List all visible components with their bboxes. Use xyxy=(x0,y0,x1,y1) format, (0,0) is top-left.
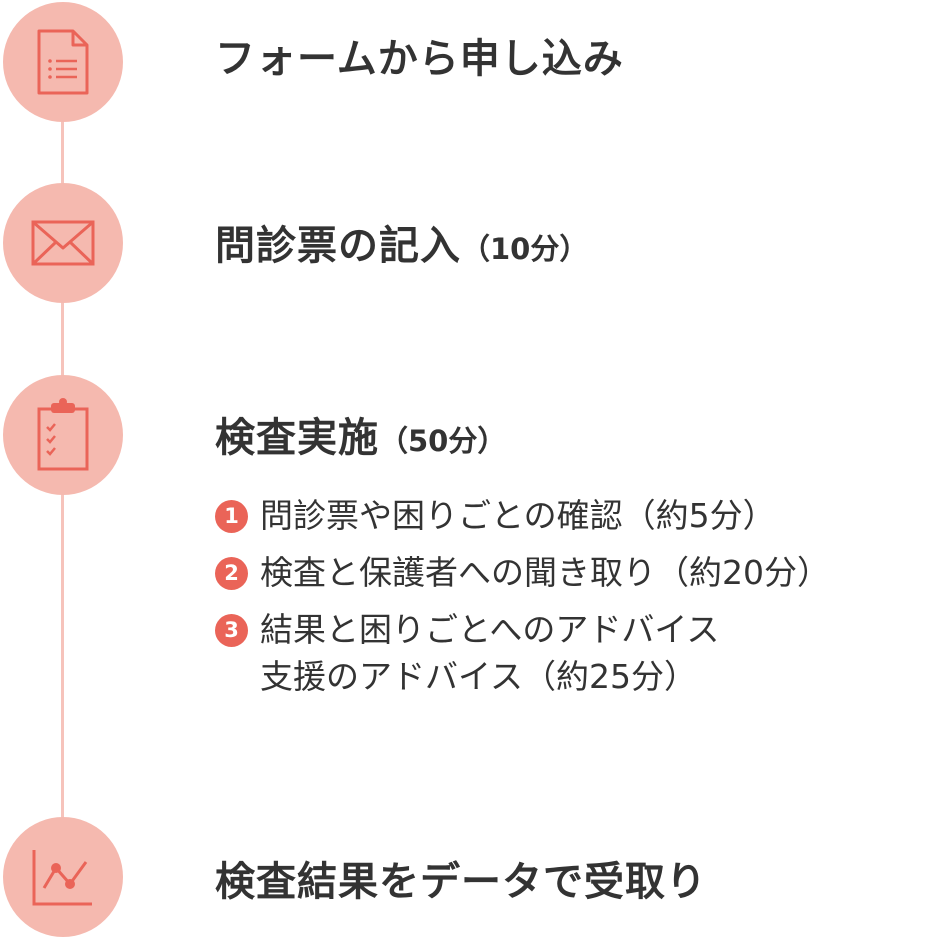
step-4-title: 検査結果をデータで受取り xyxy=(215,862,707,902)
step-1-title-text: フォームから申し込み xyxy=(215,36,624,82)
substep-2-text: 検査と保護者への聞き取り（約20分） xyxy=(260,550,830,596)
substep-1-text: 問診票や困りごとの確認（約5分） xyxy=(260,493,776,539)
substep-3: 3 結果と困りごとへのアドバイス 支援のアドバイス（約25分） xyxy=(215,607,930,699)
substep-2-number-badge: 2 xyxy=(215,557,248,591)
line-chart-icon xyxy=(32,850,92,906)
substep-3-line-2: 支援のアドバイス（約25分） xyxy=(260,656,698,696)
step-4-circle xyxy=(3,817,123,937)
substep-3-line-1: 結果と困りごとへのアドバイス xyxy=(260,610,720,650)
step-3-duration: （50分） xyxy=(379,424,507,458)
step-3-circle xyxy=(3,375,123,495)
substep-1-number-badge: 1 xyxy=(215,500,248,533)
step-2-duration: （10分） xyxy=(461,232,589,266)
step-3-title-text: 検査実施 xyxy=(215,415,379,461)
substep-1: 1 問診票や困りごとの確認（約5分） xyxy=(215,493,930,539)
document-icon xyxy=(37,29,89,95)
envelope-icon xyxy=(31,220,95,266)
step-3-substeps: 1 問診票や困りごとの確認（約5分） 2 検査と保護者への聞き取り（約20分） … xyxy=(215,493,930,711)
substep-1-line-1: 問診票や困りごとの確認（約5分） xyxy=(260,496,776,535)
step-2-circle xyxy=(3,183,123,303)
step-2-title: 問診票の記入（10分） xyxy=(215,226,588,266)
substep-2: 2 検査と保護者への聞き取り（約20分） xyxy=(215,550,930,596)
substep-3-text: 結果と困りごとへのアドバイス 支援のアドバイス（約25分） xyxy=(260,607,719,699)
step-1-title: フォームから申し込み xyxy=(215,39,624,79)
clipboard-checklist-icon xyxy=(37,398,89,471)
step-2-title-text: 問診票の記入 xyxy=(215,223,461,269)
step-4-title-text: 検査結果をデータで受取り xyxy=(215,859,707,905)
substep-2-line-1: 検査と保護者への聞き取り（約20分） xyxy=(260,553,830,593)
substep-3-number-badge: 3 xyxy=(215,614,248,648)
step-1-circle xyxy=(3,2,123,122)
step-3-title: 検査実施（50分） xyxy=(215,418,506,458)
